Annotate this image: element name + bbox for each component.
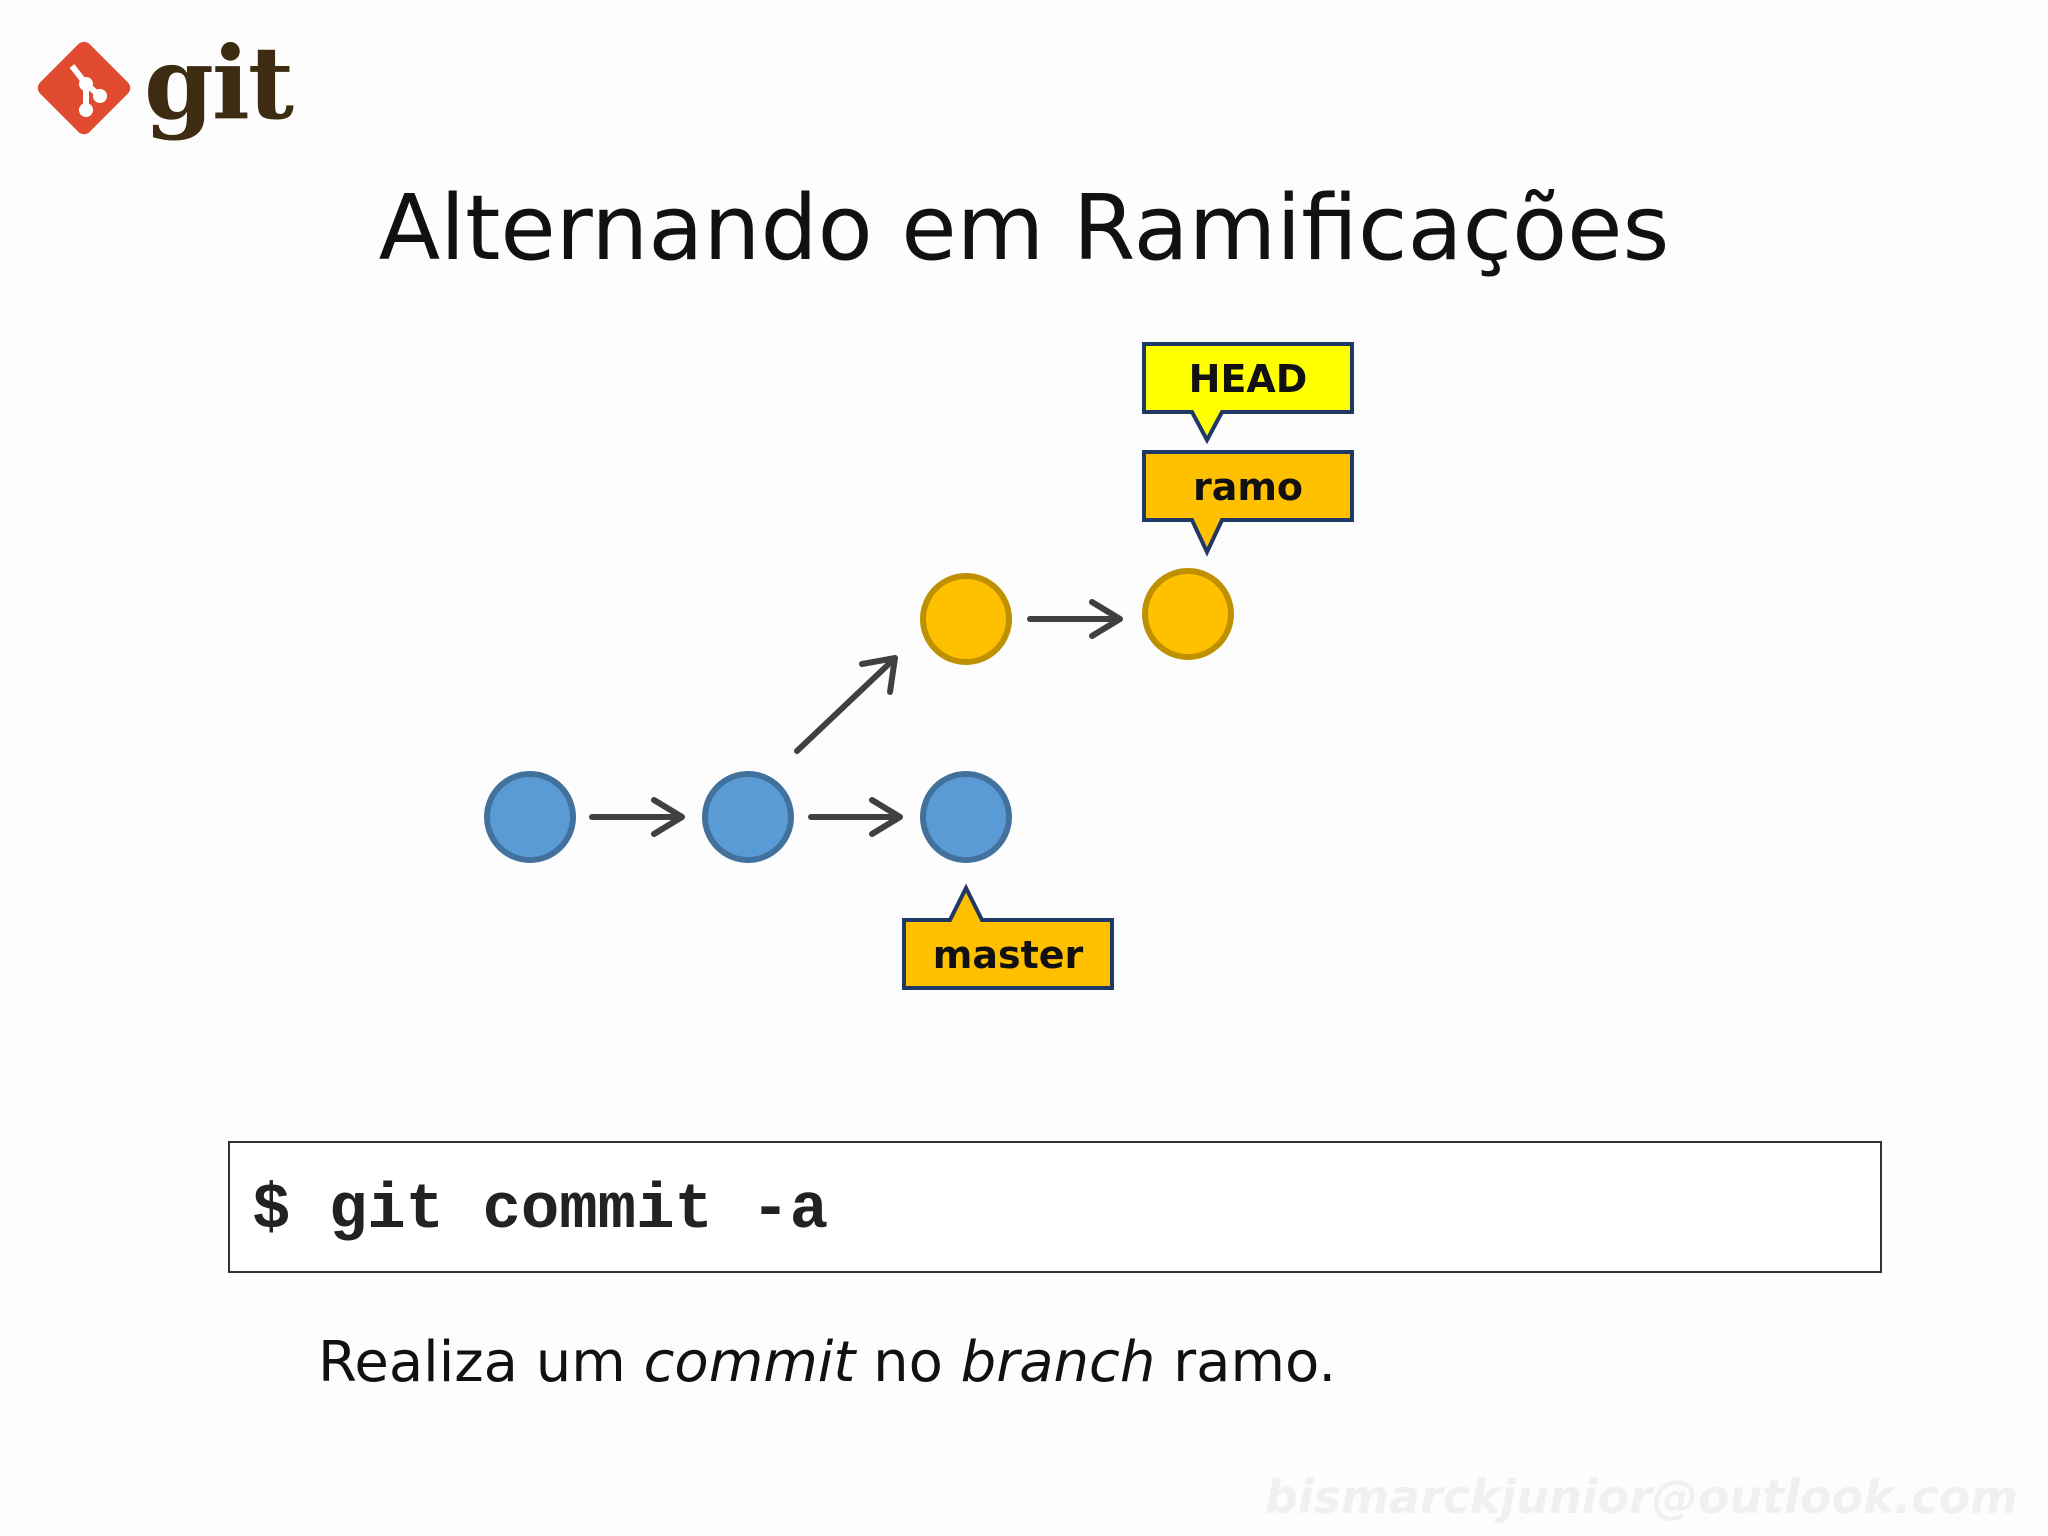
ramo-label-text: ramo xyxy=(1193,465,1303,509)
commit-4 xyxy=(920,573,1012,665)
commit-1 xyxy=(484,771,576,863)
arrow-2-3 xyxy=(808,797,903,837)
command-box: $ git commit -a xyxy=(228,1141,1882,1273)
master-label-text: master xyxy=(933,933,1084,977)
arrow-4-5 xyxy=(1027,599,1123,639)
commit-2 xyxy=(702,771,794,863)
caption-part-3: ramo. xyxy=(1155,1330,1337,1395)
ramo-branch-label: ramo xyxy=(1142,450,1354,557)
commit-graph: HEAD ramo master xyxy=(484,342,1354,990)
caption-em-commit: commit xyxy=(643,1330,856,1395)
watermark: bismarckjunior@outlook.com xyxy=(1264,1470,2018,1524)
caption-part-2: no xyxy=(855,1330,961,1395)
logo-text: git xyxy=(144,24,294,142)
caption: Realiza um commit no branch ramo. xyxy=(318,1330,1336,1395)
git-logo: git xyxy=(34,24,294,142)
command-text: git commit -a xyxy=(328,1175,829,1247)
caption-em-branch: branch xyxy=(960,1330,1156,1395)
head-label-text: HEAD xyxy=(1189,357,1308,401)
head-label: HEAD xyxy=(1142,342,1354,445)
arrow-1-2 xyxy=(589,797,685,837)
page-title: Alternando em Ramificações xyxy=(378,176,1670,281)
arrow-2-4 xyxy=(794,655,898,754)
git-diamond-icon xyxy=(37,41,131,135)
commit-5 xyxy=(1142,568,1234,660)
command-prompt: $ xyxy=(252,1175,291,1247)
command-line: $ git commit -a xyxy=(252,1175,828,1247)
master-branch-label: master xyxy=(902,883,1114,990)
caption-part-1: Realiza um xyxy=(318,1330,644,1395)
commit-3 xyxy=(920,771,1012,863)
